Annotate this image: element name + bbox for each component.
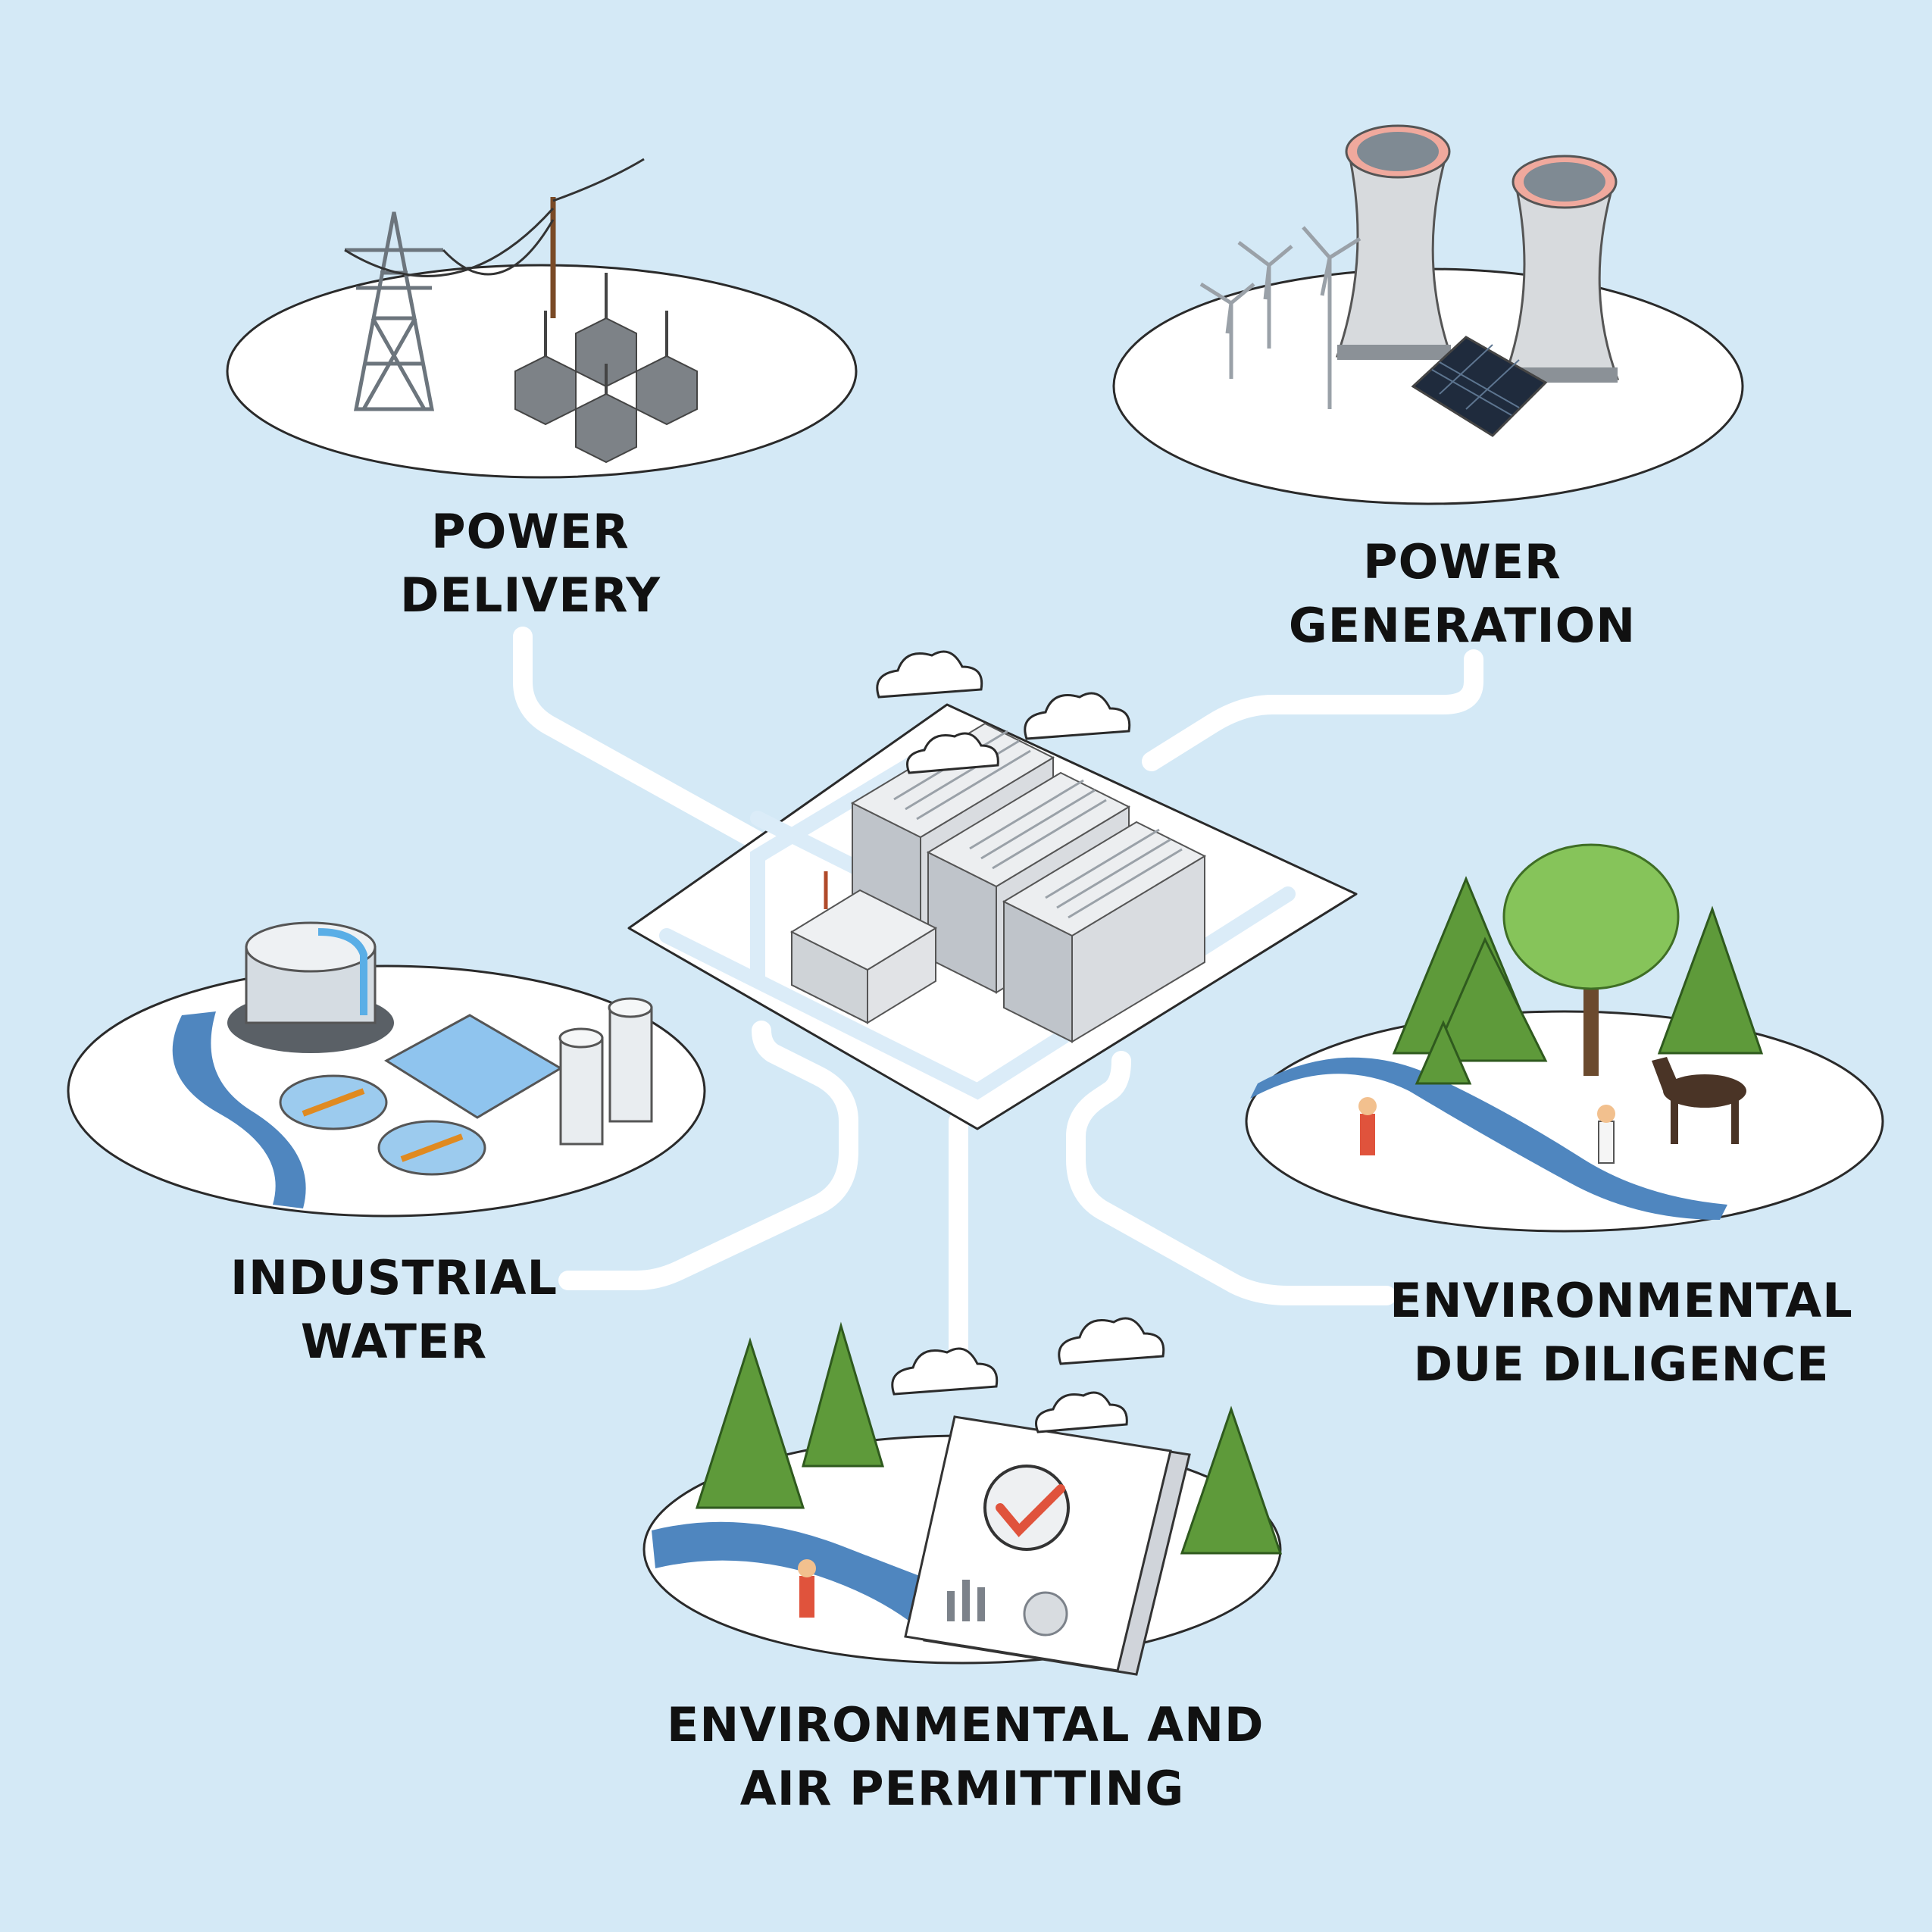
check-mark-icon xyxy=(983,1465,1070,1551)
label-environmental-due-diligence: ENVIRONMENTAL DUE DILIGENCE xyxy=(1390,1273,1853,1392)
connector-due-diligence xyxy=(1066,1051,1396,1305)
office-building xyxy=(789,871,938,1024)
permit-river xyxy=(652,1521,939,1637)
field-workers xyxy=(1358,1097,1615,1164)
industrial-water-island xyxy=(67,921,706,1218)
deciduous-tree xyxy=(1502,843,1680,1076)
inspector xyxy=(798,1559,816,1618)
permit-clouds xyxy=(891,1317,1165,1433)
environmental-due-diligence-island xyxy=(1245,843,1884,1233)
label-power-delivery: POWER DELIVERY xyxy=(400,504,661,623)
substation-transformers xyxy=(514,273,698,464)
connector-power-delivery xyxy=(513,627,767,851)
river xyxy=(172,1011,306,1208)
solar-panel xyxy=(1411,336,1548,437)
bar-chart-icon xyxy=(947,1580,985,1621)
cooling-tower-1 xyxy=(1335,124,1453,360)
label-power-generation: POWER GENERATION xyxy=(1288,534,1637,653)
label-industrial-water: INDUSTRIAL WATER xyxy=(230,1250,558,1369)
stream xyxy=(1250,1057,1727,1220)
permit-trees xyxy=(695,1321,1283,1555)
air-permitting-island xyxy=(642,1317,1283,1676)
label-air-permitting: ENVIRONMENTAL AND AIR PERMITTING xyxy=(667,1697,1265,1816)
connector-lines xyxy=(513,627,1483,1374)
data-hall-3 xyxy=(1002,821,1207,1043)
power-delivery-island xyxy=(226,158,858,479)
connector-power-generation xyxy=(1142,649,1483,771)
power-generation-island xyxy=(1112,124,1744,505)
transmission-tower xyxy=(345,211,443,411)
wind-turbines xyxy=(1199,226,1361,409)
conifer-trees xyxy=(1392,876,1764,1085)
clarifiers xyxy=(279,1074,486,1176)
data-center-hub xyxy=(627,650,1358,1130)
pie-chart-icon xyxy=(1023,1591,1068,1637)
connector-industrial-water xyxy=(558,1021,858,1290)
silos xyxy=(558,997,653,1146)
deer xyxy=(1652,1057,1746,1144)
water-storage-tank xyxy=(227,921,394,1053)
cooling-tower-2 xyxy=(1502,155,1620,383)
permit-document xyxy=(904,1415,1191,1676)
cloud-group xyxy=(876,650,1131,774)
